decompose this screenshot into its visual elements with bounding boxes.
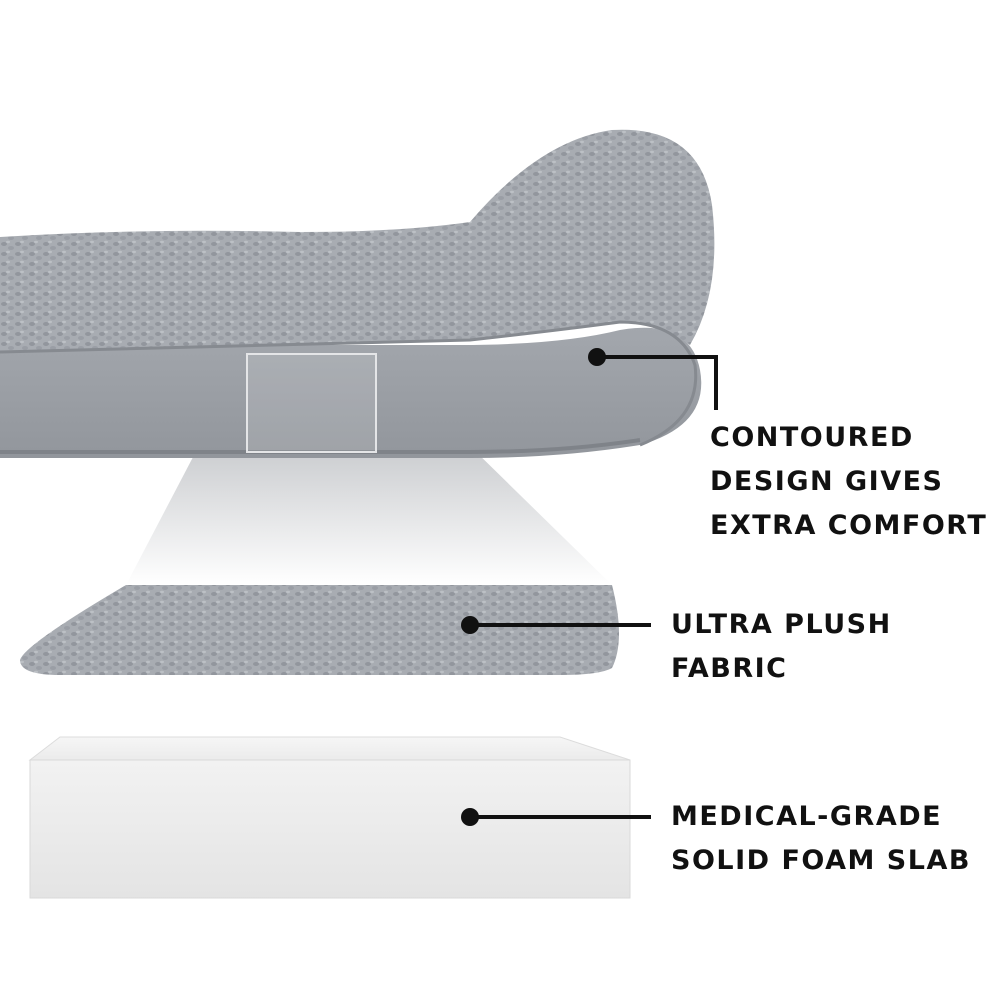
bed-bottom-piping xyxy=(0,438,641,454)
foam-slab-front xyxy=(29,759,631,899)
magnify-frame xyxy=(246,353,377,453)
leader-contoured xyxy=(597,355,718,410)
bed-top-piping xyxy=(0,320,698,447)
bed-plush-top xyxy=(0,129,715,352)
callout-contoured-design: CONTOURED DESIGN GIVES EXTRA COMFORT xyxy=(710,422,988,541)
callout-dot xyxy=(588,348,606,366)
fabric-swatch xyxy=(20,585,619,675)
bed-side-panel xyxy=(0,327,702,458)
foam-slab-top xyxy=(28,736,631,761)
callout-dot xyxy=(461,808,479,826)
callout-ultra-plush-fabric: ULTRA PLUSH FABRIC xyxy=(671,609,892,684)
callout-foam-slab: MEDICAL-GRADE SOLID FOAM SLAB xyxy=(671,801,971,876)
callout-dot xyxy=(461,616,479,634)
